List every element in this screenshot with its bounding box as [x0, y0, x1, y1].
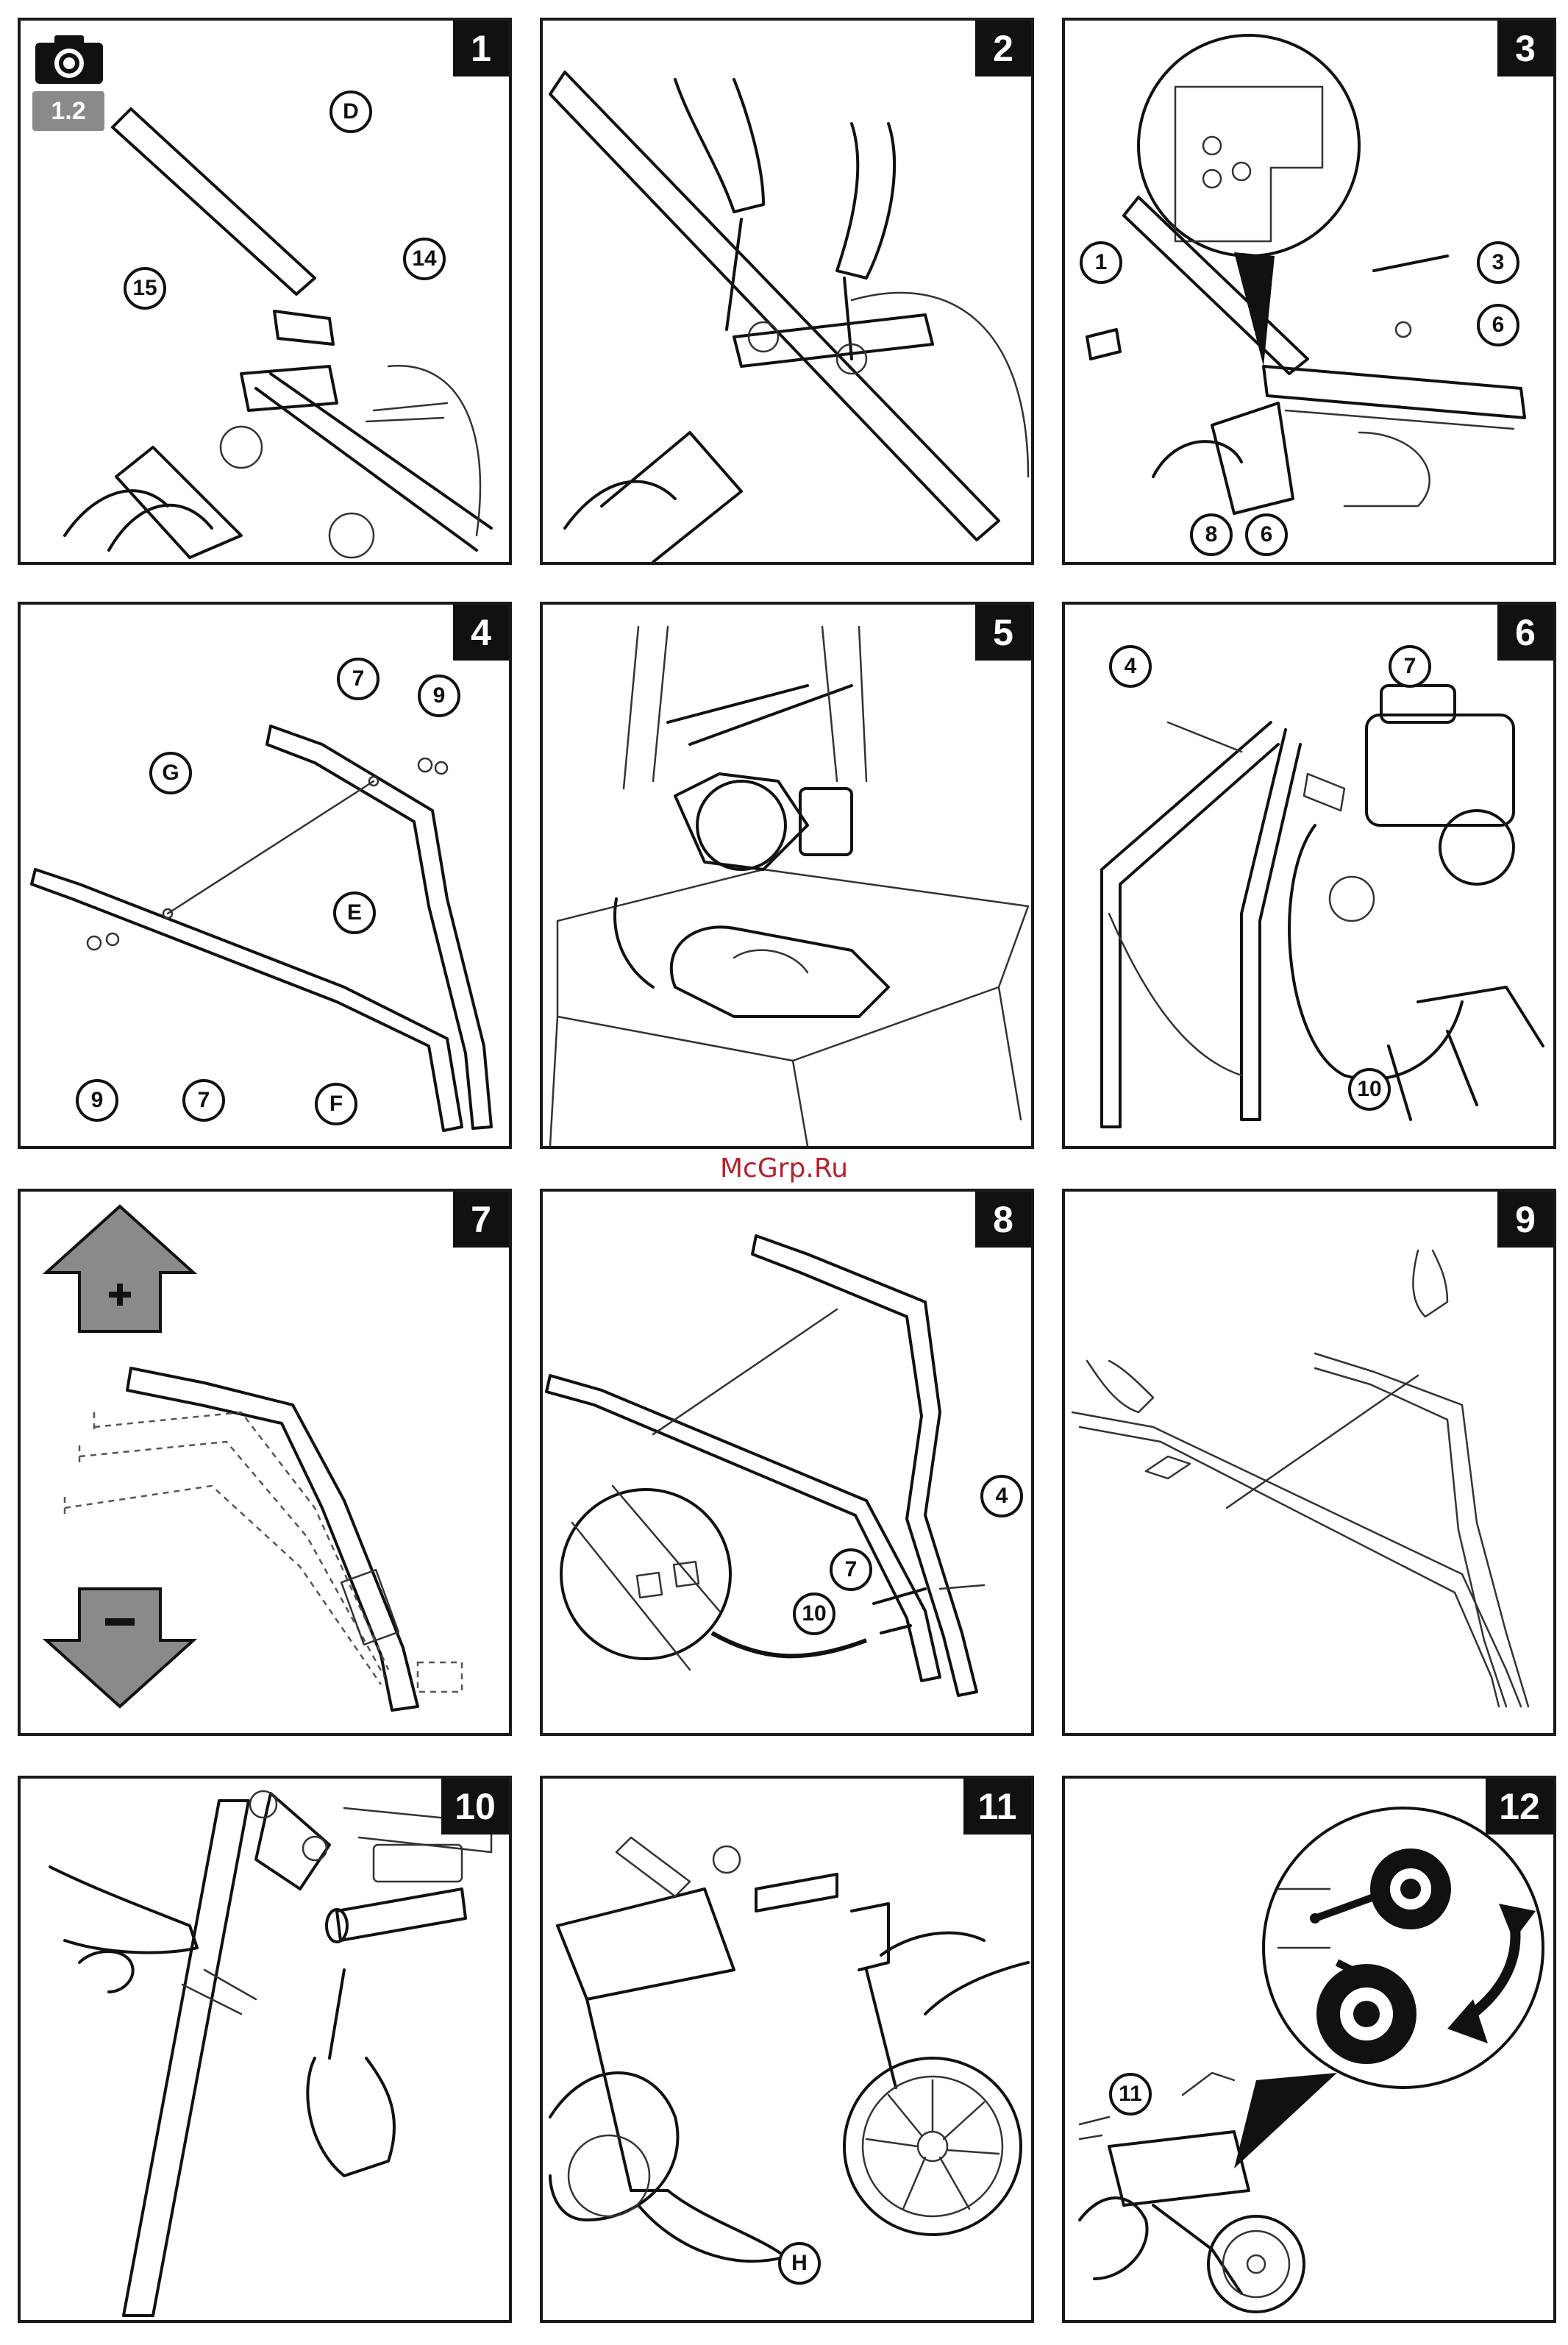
step-panel-3: 1 3 6 8 6 3	[1062, 18, 1556, 565]
step-panel-2: 2	[540, 18, 1034, 565]
step-number: 8	[975, 1192, 1031, 1248]
callout-E: E	[333, 892, 376, 934]
callout-F: F	[315, 1083, 357, 1125]
step-panel-8: 4 7 10 8	[540, 1189, 1034, 1736]
step-number: 1	[453, 21, 509, 76]
step-panel-7: 7	[18, 1189, 512, 1736]
step-panel-4: 7 9 G E 9 7 F 4	[18, 602, 512, 1149]
minus-arrow-icon	[46, 1589, 193, 1707]
callout-9-upper: 9	[418, 675, 460, 717]
plus-arrow-icon	[46, 1206, 193, 1331]
step-number: 6	[1497, 605, 1553, 661]
callout-14: 14	[403, 238, 446, 280]
step-number: 2	[975, 21, 1031, 76]
callout-3: 3	[1477, 241, 1519, 284]
step-panel-11: H 11	[540, 1776, 1034, 2323]
callout-10: 10	[1348, 1068, 1391, 1111]
callout-7-upper: 7	[337, 658, 379, 700]
callout-15: 15	[124, 267, 166, 310]
callout-D: D	[329, 90, 372, 133]
callout-7: 7	[830, 1548, 872, 1591]
callout-7: 7	[1389, 645, 1431, 688]
step-number: 11	[963, 1779, 1031, 1835]
step-panel-5: 5	[540, 602, 1034, 1149]
step-panel-9: 9	[1062, 1189, 1556, 1736]
callout-H: H	[778, 2242, 821, 2285]
step-number: 4	[453, 605, 509, 661]
callout-G: G	[149, 752, 192, 794]
step-number: 3	[1497, 21, 1553, 76]
callout-1: 1	[1080, 241, 1122, 284]
step-panel-12: 11 12	[1062, 1776, 1556, 2323]
callout-4: 4	[980, 1475, 1023, 1517]
step-number: 10	[441, 1779, 509, 1835]
callout-6-lower: 6	[1245, 513, 1288, 556]
callout-8: 8	[1190, 513, 1233, 556]
step-panel-1: 1.2 D 15 14 1	[18, 18, 512, 565]
step-number: 7	[453, 1192, 509, 1248]
watermark-text: McGrp.Ru	[0, 1153, 1568, 1184]
step-number: 9	[1497, 1192, 1553, 1248]
callout-11: 11	[1109, 2073, 1152, 2116]
callout-10: 10	[793, 1593, 835, 1635]
step-panel-6: 4 7 10 6	[1062, 602, 1556, 1149]
callout-7-lower: 7	[182, 1079, 225, 1122]
callout-4: 4	[1109, 645, 1152, 688]
callout-9-lower: 9	[76, 1079, 118, 1122]
step-panel-10: 10	[18, 1776, 512, 2323]
step-number: 12	[1486, 1779, 1553, 1835]
callout-6-upper: 6	[1477, 304, 1519, 346]
step-number: 5	[975, 605, 1031, 661]
